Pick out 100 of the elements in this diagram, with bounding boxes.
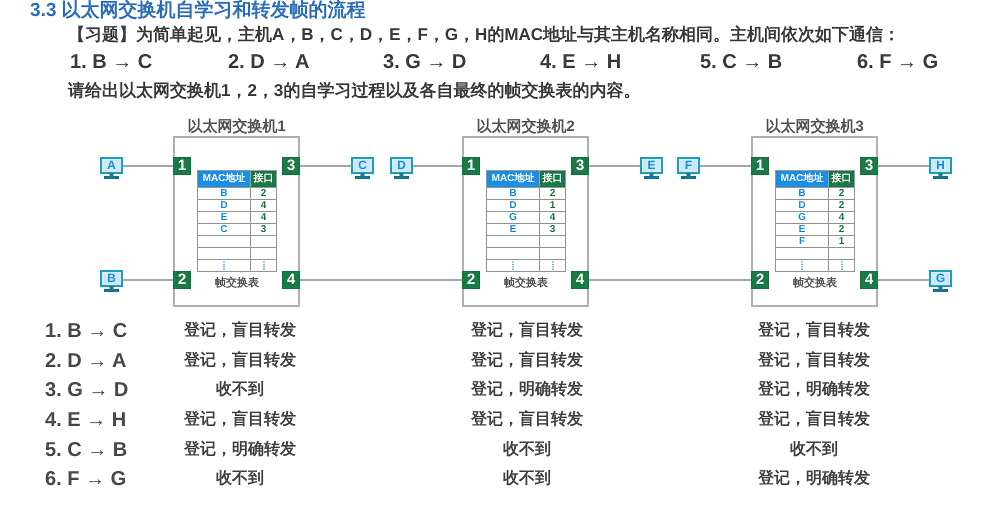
table-cell: 2 <box>828 188 854 199</box>
step-label: 1. B → C <box>70 50 152 74</box>
table-cell-text: F <box>798 236 806 247</box>
host-letter: A <box>107 159 116 172</box>
instruction-text: 【习题】为简单起见，主机A，B，C，D，E，F，G，H的MAC地址与其主机名称相同。主机间依次如下通信： <box>68 25 900 45</box>
table-header-cell: MAC地址 <box>198 171 250 187</box>
step-label: 6. F → G <box>45 468 126 490</box>
table-header-cell: 接口 <box>539 171 565 187</box>
port-box: 3 <box>571 157 589 175</box>
step-label: 5. C → B <box>700 50 782 74</box>
table-caption: 帧交换表 <box>793 277 837 289</box>
connector-line <box>700 165 751 167</box>
switch-title: 以太网交换机2 <box>476 118 575 135</box>
computer-monitor <box>100 270 123 292</box>
table-cell: 2 <box>828 224 854 235</box>
computer-monitor <box>677 157 700 179</box>
host-letter: D <box>397 159 406 172</box>
table-cell: 2 <box>828 200 854 211</box>
computer-monitor <box>929 270 952 292</box>
table-cell-text: B <box>797 188 807 199</box>
status-text: 收不到 <box>216 469 264 489</box>
step-label: 3. G → D <box>45 379 128 401</box>
table-header-cell: MAC地址 <box>776 171 828 187</box>
step-label: 4. E → H <box>45 409 126 431</box>
computer-monitor <box>640 157 663 179</box>
status-text: 登记，盲目转发 <box>471 409 583 430</box>
step-label: 4. E → H <box>540 50 622 74</box>
table-cell-text: E <box>798 224 806 235</box>
table-cell: 4 <box>539 212 565 223</box>
step-label: 2. D → A <box>45 350 126 372</box>
step-label: 5. C → B <box>45 439 128 461</box>
computer-monitor <box>351 157 374 179</box>
instruction-text: 请给出以太网交换机1，2，3的自学习过程以及各自最终的帧交换表的内容。 <box>68 81 640 101</box>
table-cell-text: D <box>219 200 229 211</box>
status-text: 登记，明确转发 <box>471 380 583 400</box>
connector-line <box>878 165 929 167</box>
connector-line <box>589 165 640 167</box>
status-text: 登记，明确转发 <box>758 468 870 489</box>
connector-line <box>300 279 462 281</box>
connector-line <box>878 279 929 281</box>
status-text: 收不到 <box>216 380 264 400</box>
port-box: 2 <box>462 271 480 289</box>
table-cell-text: D <box>508 200 518 211</box>
status-text: 收不到 <box>503 469 551 489</box>
host-letter: H <box>936 159 945 172</box>
port-box: 1 <box>751 157 769 175</box>
table-cell-text: E <box>220 212 228 223</box>
host-letter: B <box>107 272 116 285</box>
table-cell: 4 <box>250 212 276 223</box>
table-header-cell: 接口 <box>828 171 854 187</box>
status-text: 登记，盲目转发 <box>184 350 296 371</box>
table-cell: 2 <box>539 188 565 199</box>
table-cell: 1 <box>539 200 565 211</box>
port-box: 4 <box>860 271 878 289</box>
status-text: 登记，明确转发 <box>184 440 296 460</box>
status-text: 收不到 <box>790 440 838 460</box>
table-cell-text: C <box>219 224 229 235</box>
table-cell: 3 <box>539 224 565 235</box>
status-text: 收不到 <box>503 440 551 460</box>
status-text: 登记，盲目转发 <box>471 350 583 371</box>
table-cell-text: B <box>219 188 229 199</box>
port-box: 3 <box>282 157 300 175</box>
table-cell-text: G <box>508 212 518 223</box>
status-text: 登记，盲目转发 <box>758 409 870 430</box>
status-text: 登记，盲目转发 <box>184 320 296 341</box>
status-text: 登记，盲目转发 <box>758 350 870 371</box>
status-text: 登记，盲目转发 <box>758 320 870 341</box>
switch-title: 以太网交换机3 <box>765 118 864 135</box>
switch-title: 以太网交换机1 <box>187 118 286 135</box>
port-box: 1 <box>462 157 480 175</box>
table-cell: 4 <box>250 200 276 211</box>
connector-line <box>123 165 173 167</box>
table-cell-text: E <box>508 224 518 235</box>
table-cell-text: B <box>508 188 518 199</box>
table-header-cell: MAC地址 <box>487 171 539 187</box>
port-box: 2 <box>751 271 769 289</box>
table-cell: 3 <box>250 224 276 235</box>
status-text: 登记，盲目转发 <box>184 409 296 430</box>
table-cell: 1 <box>828 236 854 247</box>
table-caption: 帧交换表 <box>215 277 259 289</box>
computer-monitor <box>100 157 123 179</box>
step-label: 1. B → C <box>45 320 128 342</box>
port-box: 2 <box>173 271 191 289</box>
port-box: 3 <box>860 157 878 175</box>
host-letter: C <box>358 159 367 172</box>
status-text: 登记，明确转发 <box>758 380 870 400</box>
connector-line <box>123 279 173 281</box>
status-text: 登记，盲目转发 <box>471 320 583 341</box>
step-label: 6. F → G <box>857 50 938 74</box>
port-box: 4 <box>571 271 589 289</box>
connector-line <box>413 165 462 167</box>
table-cell-text: D <box>797 200 807 211</box>
port-box: 4 <box>282 271 300 289</box>
step-label: 2. D → A <box>228 50 310 74</box>
computer-monitor <box>929 157 952 179</box>
table-header-cell: 接口 <box>250 171 276 187</box>
table-caption: 帧交换表 <box>504 277 548 289</box>
host-letter: G <box>936 272 946 285</box>
table-cell: 2 <box>250 188 276 199</box>
connector-line <box>300 165 351 167</box>
